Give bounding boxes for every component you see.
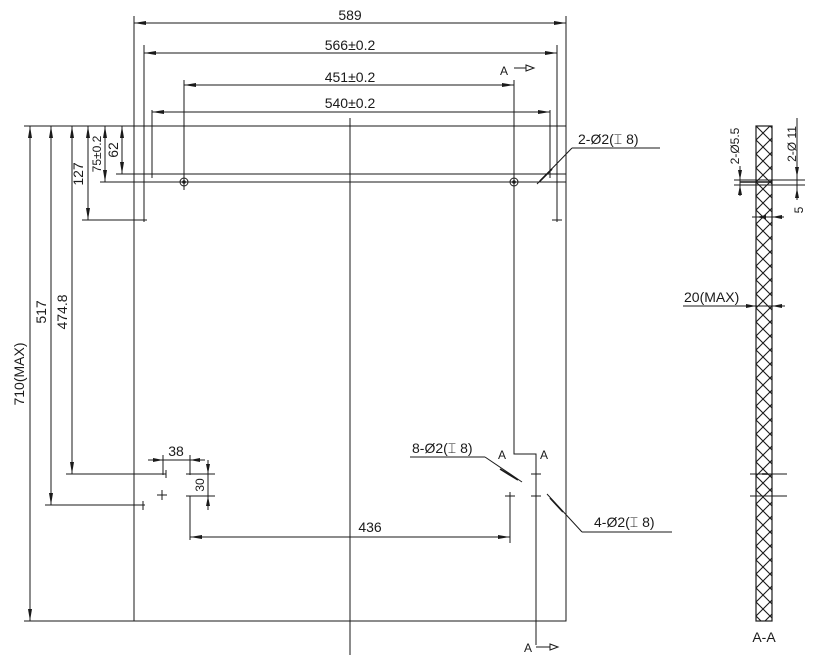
- bottom-hole-dimension: 436: [190, 492, 515, 543]
- section-marker-bottom: A: [524, 641, 532, 655]
- section-marker-mid-right: A: [540, 448, 548, 462]
- callout-side-holes-4: 4-Ø2(⌶ 8): [594, 514, 655, 530]
- section-hatched-body: [755, 125, 773, 622]
- section-marker-top: A: [500, 64, 508, 78]
- dim-offset-30: 30: [193, 478, 207, 492]
- lower-left-features: 38 30: [142, 443, 215, 540]
- front-view: [24, 45, 567, 655]
- mount-hole-right-center: [512, 180, 516, 184]
- dim-depth-5: 5: [792, 206, 806, 213]
- section-marker-mid-left: A: [498, 448, 506, 462]
- mount-hole-right: [509, 177, 519, 187]
- top-dimensions: 589 566±0.2 451±0.2 540±0.2 A: [133, 7, 567, 126]
- dim-overall-width: 589: [338, 7, 362, 23]
- dim-overall-height: 710(MAX): [11, 342, 27, 405]
- callout-side-holes-8: 8-Ø2(⌶ 8): [412, 440, 473, 456]
- dim-thickness: 20(MAX): [684, 289, 739, 305]
- dim-height-127: 127: [70, 162, 86, 186]
- section-title: A-A: [752, 629, 776, 645]
- dim-mid-span: 540±0.2: [325, 95, 376, 111]
- dim-outer-hole-span: 566±0.2: [325, 37, 376, 53]
- callout-top-holes: 2-Ø2(⌶ 8): [536, 131, 660, 185]
- dim-bottom-hole-span: 436: [358, 519, 382, 535]
- mount-hole-left: [179, 177, 189, 187]
- section-marker-bottom-group: A: [524, 641, 560, 655]
- dim-offset-38: 38: [168, 443, 184, 459]
- dim-hole-large: 2-Ø 11: [785, 126, 799, 162]
- mount-hole-left-center: [182, 180, 186, 184]
- dim-height-517: 517: [33, 300, 49, 324]
- dim-hole-small: 2-Ø5.5: [728, 127, 742, 164]
- callout-top-holes-text: 2-Ø2(⌶ 8): [578, 131, 639, 147]
- dim-inner-hole-span: 451±0.2: [325, 69, 376, 85]
- left-dimensions: 710(MAX) 517 474.8 127 75±0.2 62: [11, 126, 166, 621]
- section-cut-line: [513, 80, 537, 645]
- dim-height-62: 62: [105, 142, 121, 158]
- section-view: 2-Ø5.5 2-Ø 11 5 20(MAX) A-A: [683, 118, 806, 645]
- dim-height-474-8: 474.8: [54, 294, 70, 329]
- dim-height-75: 75±0.2: [90, 135, 104, 172]
- callouts-lower: 8-Ø2(⌶ 8) 4-Ø2(⌶ 8) A A: [410, 440, 672, 533]
